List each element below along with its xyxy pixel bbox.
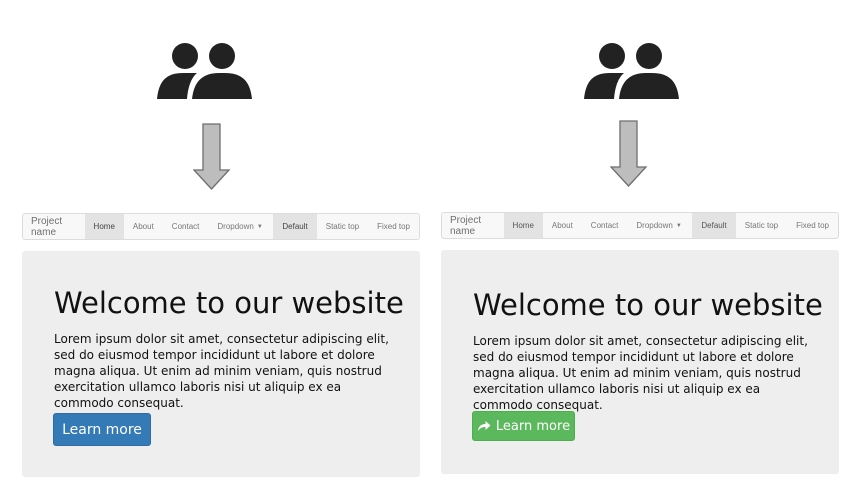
- jumbotron-text: Lorem ipsum dolor sit amet, consectetur …: [473, 334, 808, 412]
- panel-left: Project name Home About Contact Dropdown…: [22, 0, 422, 500]
- jumbotron: Welcome to our website Lorem ipsum dolor…: [441, 250, 839, 474]
- navbar-brand[interactable]: Project name: [31, 215, 63, 238]
- share-arrow-icon: [477, 421, 491, 431]
- nav-item-static-top[interactable]: Static top: [325, 222, 360, 231]
- nav-item-contact[interactable]: Contact: [590, 221, 619, 230]
- down-arrow-icon: [193, 123, 231, 190]
- navbar: Project name Home About Contact Dropdown…: [22, 213, 420, 240]
- jumbotron-text: Lorem ipsum dolor sit amet, consectetur …: [54, 332, 389, 410]
- nav-item-default[interactable]: Default: [273, 214, 317, 239]
- caret-down-icon: ▼: [256, 223, 263, 230]
- nav-item-dropdown[interactable]: Dropdown ▼: [627, 213, 690, 238]
- caret-down-icon: ▼: [675, 222, 682, 229]
- nav-item-static-top[interactable]: Static top: [744, 221, 779, 230]
- learn-more-button[interactable]: Learn more: [472, 411, 575, 441]
- users-icon: [157, 43, 252, 99]
- learn-more-label: Learn more: [62, 421, 142, 438]
- nav-item-dropdown-label: Dropdown: [636, 221, 673, 230]
- nav-item-dropdown-label: Dropdown: [217, 222, 254, 231]
- nav-item-about[interactable]: About: [132, 222, 154, 231]
- panel-right: Project name Home About Contact Dropdown…: [441, 0, 841, 500]
- jumbotron: Welcome to our website Lorem ipsum dolor…: [22, 251, 420, 477]
- nav-item-contact[interactable]: Contact: [171, 222, 200, 231]
- down-arrow-icon: [610, 120, 648, 187]
- nav-item-home[interactable]: Home: [84, 214, 124, 239]
- jumbotron-title: Welcome to our website: [54, 286, 404, 320]
- nav-item-default[interactable]: Default: [692, 213, 736, 238]
- nav-item-home[interactable]: Home: [503, 213, 543, 238]
- learn-more-button[interactable]: Learn more: [53, 413, 151, 446]
- nav-item-fixed-top[interactable]: Fixed top: [796, 221, 829, 230]
- learn-more-label: Learn more: [495, 418, 571, 434]
- navbar-brand[interactable]: Project name: [450, 214, 482, 237]
- navbar: Project name Home About Contact Dropdown…: [441, 212, 839, 239]
- users-icon: [584, 43, 679, 99]
- nav-item-dropdown[interactable]: Dropdown ▼: [208, 214, 271, 239]
- nav-item-fixed-top[interactable]: Fixed top: [377, 222, 410, 231]
- jumbotron-title: Welcome to our website: [473, 288, 823, 322]
- nav-item-about[interactable]: About: [551, 221, 573, 230]
